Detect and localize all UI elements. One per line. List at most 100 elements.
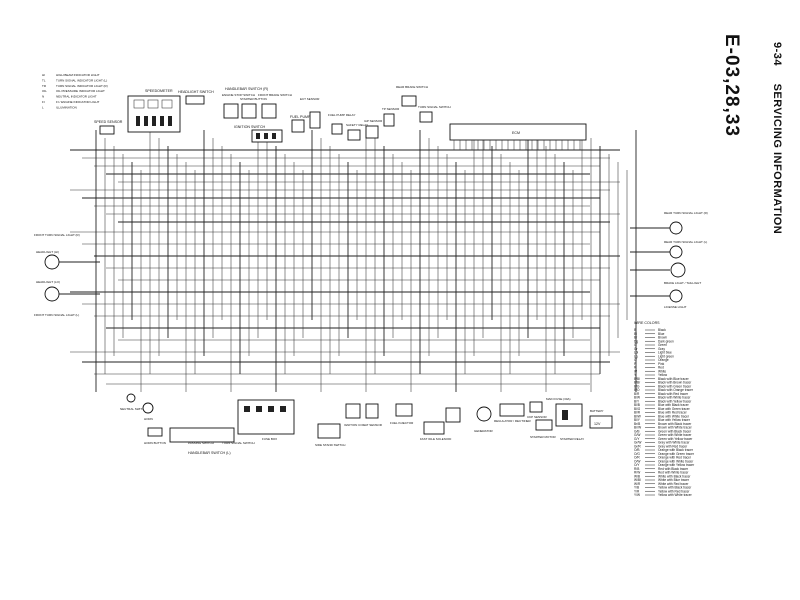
indicator-text: FI / ENGINE INDICATOR LIGHT xyxy=(56,100,100,104)
front-turn-signal-r-label: FRONT TURN SIGNAL LIGHT (R) xyxy=(34,233,80,237)
wire-color-name: Green xyxy=(658,343,667,347)
wire-color-code: B/R xyxy=(634,392,640,396)
wire-color-code: O/W xyxy=(634,459,640,463)
fuse-box-label: FUSE BOX xyxy=(262,437,277,441)
rear-brake-switch-label: REAR BRAKE SWITCH xyxy=(396,85,428,89)
ect-sensor-label: ECT SENSOR xyxy=(300,97,320,101)
wire-color-name: Red xyxy=(658,366,664,370)
wire-color-name: Gray with Red tracer xyxy=(658,444,688,448)
side-stand-switch-label: SIDE STAND SWITCH xyxy=(315,443,345,447)
battery-voltage: 12V xyxy=(594,422,601,426)
wire-color-name: Blue with Yellow tracer xyxy=(658,418,691,422)
wire-color-name: Blue with Green tracer xyxy=(658,407,691,411)
indicator-code: TR xyxy=(42,84,47,88)
wire-color-name: Light green xyxy=(658,354,674,358)
wire-color-code: W xyxy=(634,369,637,373)
wire-color-code: Bl/G xyxy=(634,407,641,411)
indicator-code: OIL xyxy=(42,89,47,93)
wire-harness xyxy=(59,130,670,392)
front-turn-signal-l-label: FRONT TURN SIGNAL LIGHT (L) xyxy=(34,313,79,317)
wire-color-name: White xyxy=(658,369,666,373)
wire-color-name: Brown xyxy=(658,336,667,340)
wire-color-code: Bl/B xyxy=(634,403,640,407)
generator-icon xyxy=(476,406,492,422)
wire-color-code: Br xyxy=(634,336,638,340)
wire-color-name: Black with White tracer xyxy=(658,396,691,400)
turn-signal-switch-label: TURN SIGNAL SWITCH xyxy=(222,441,255,445)
wire-color-name: Black with Yellow tracer xyxy=(658,399,692,403)
wire-color-code: Y/W xyxy=(634,493,640,497)
wire-color-code: Br/B xyxy=(634,422,640,426)
wire-color-code: W/Bl xyxy=(634,478,641,482)
horn-label: HORN xyxy=(144,417,153,421)
generator-label: GENERATOR xyxy=(474,429,494,433)
wire-color-code: Y/R xyxy=(634,489,640,493)
wire-color-code: Br/W xyxy=(634,426,641,430)
indicator-code: HI xyxy=(42,73,45,77)
wire-color-name: White with Red tracer xyxy=(658,482,689,486)
brake-tail-light-label: BRAKE LIGHT / TAILLIGHT xyxy=(664,281,701,285)
fuel-pump-relay-label: FUEL PUMP RELAY xyxy=(328,113,355,117)
tp-sensor-block: TP SENSOR xyxy=(382,107,400,127)
wire-color-code: Gr xyxy=(634,347,638,351)
wire-color-name: Orange xyxy=(658,358,669,362)
wire-color-code: Bl/R xyxy=(634,411,641,415)
wire-color-name: Orange with White tracer xyxy=(658,459,694,463)
wire-color-code: Bl xyxy=(634,332,637,336)
regulator-label: REGULATOR / RECTIFIER xyxy=(494,419,532,423)
handlebar-switch-r-label: HANDLEBAR SWITCH (R) xyxy=(225,87,268,91)
headlight-lo-icon xyxy=(44,286,60,302)
wire-color-code: Gr/R xyxy=(634,444,641,448)
ckp-sensor-label: CKP SENSOR xyxy=(527,415,547,419)
wire-color-name: Black with Red tracer xyxy=(658,392,689,396)
wire-color-code: Bl/Y xyxy=(634,418,641,422)
turn-signal-switch-top-label: TURN SIGNAL SWITCH xyxy=(418,105,451,109)
wire-color-code: Bl/W xyxy=(634,414,641,418)
wire-color-code: W/R xyxy=(634,482,641,486)
bottom-components: NEUTRAL SWITCH HORN HORN BUTTON PASSING … xyxy=(120,393,613,455)
indicator-code: L xyxy=(42,105,44,109)
indicator-text: HIGH BEAM INDICATOR LIGHT xyxy=(56,73,100,77)
fuel-pump-block: FUEL PUMP xyxy=(290,115,311,133)
wire-color-code: G/B xyxy=(634,429,640,433)
iap-sensor-block: IAP SENSOR xyxy=(364,119,383,139)
wire-color-name: Yellow with Black tracer xyxy=(658,486,692,490)
brake-tail-light-icon xyxy=(670,262,686,278)
wire-color-name: Pink xyxy=(658,362,665,366)
wire-color-code: R/W xyxy=(634,471,640,475)
wire-color-name: Gray with White tracer xyxy=(658,441,690,445)
ignition-switch-label: IGNITION SWITCH xyxy=(234,125,266,129)
wire-color-code: G/W xyxy=(634,433,640,437)
speedometer-block: SPEEDOMETER xyxy=(127,89,181,133)
wire-color-name: Black with Blue tracer xyxy=(658,377,690,381)
ect-sensor-block: ECT SENSOR xyxy=(300,97,321,129)
indicator-text: OIL PRESSURE INDICATOR LIGHT xyxy=(56,89,105,93)
rear-turn-signal-r-icon xyxy=(669,221,683,235)
wire-color-name: Orange with Black tracer xyxy=(658,448,694,452)
wire-color-name: Orange with Red tracer xyxy=(658,456,692,460)
wire-color-code: O/B xyxy=(634,448,640,452)
handlebar-switch-l-label: HANDLEBAR SWITCH (L) xyxy=(188,451,231,455)
indicator-code: TL xyxy=(42,78,46,82)
ecm-label: ECM xyxy=(512,131,520,135)
front-brake-switch-label: FRONT BRAKE SWITCH xyxy=(258,93,292,97)
wire-color-code: B/Br xyxy=(634,381,641,385)
wire-color-code: B xyxy=(634,328,636,332)
rear-turn-signal-r-label: REAR TURN SIGNAL LIGHT (R) xyxy=(664,211,708,215)
wire-color-code: B/Bl xyxy=(634,377,640,381)
wire-color-name: Yellow with Red tracer xyxy=(658,489,690,493)
wire-color-name: Green with Black tracer xyxy=(658,429,692,433)
license-light-icon xyxy=(669,289,683,303)
wire-color-name: Blue with Red tracer xyxy=(658,411,688,415)
injector-label: FUEL INJECTOR xyxy=(390,421,414,425)
speedometer-label: SPEEDOMETER xyxy=(145,89,173,93)
battery-label: BATTERY xyxy=(590,409,604,413)
indicator-text: TURN SIGNAL INDICATOR LIGHT (R) xyxy=(56,84,108,88)
wire-color-code: Lbl xyxy=(634,351,639,355)
wire-color-name: Brown with White tracer xyxy=(658,426,693,430)
wire-color-code: Y/B xyxy=(634,486,639,490)
wire-color-code: Y xyxy=(634,373,637,377)
main-fuse-label: MAIN FUSE (30A) xyxy=(546,397,571,401)
safety-relay-label: SAFETY RELAY xyxy=(346,123,368,127)
headlight-lo-label: HEADLIGHT (LO) xyxy=(36,280,60,284)
